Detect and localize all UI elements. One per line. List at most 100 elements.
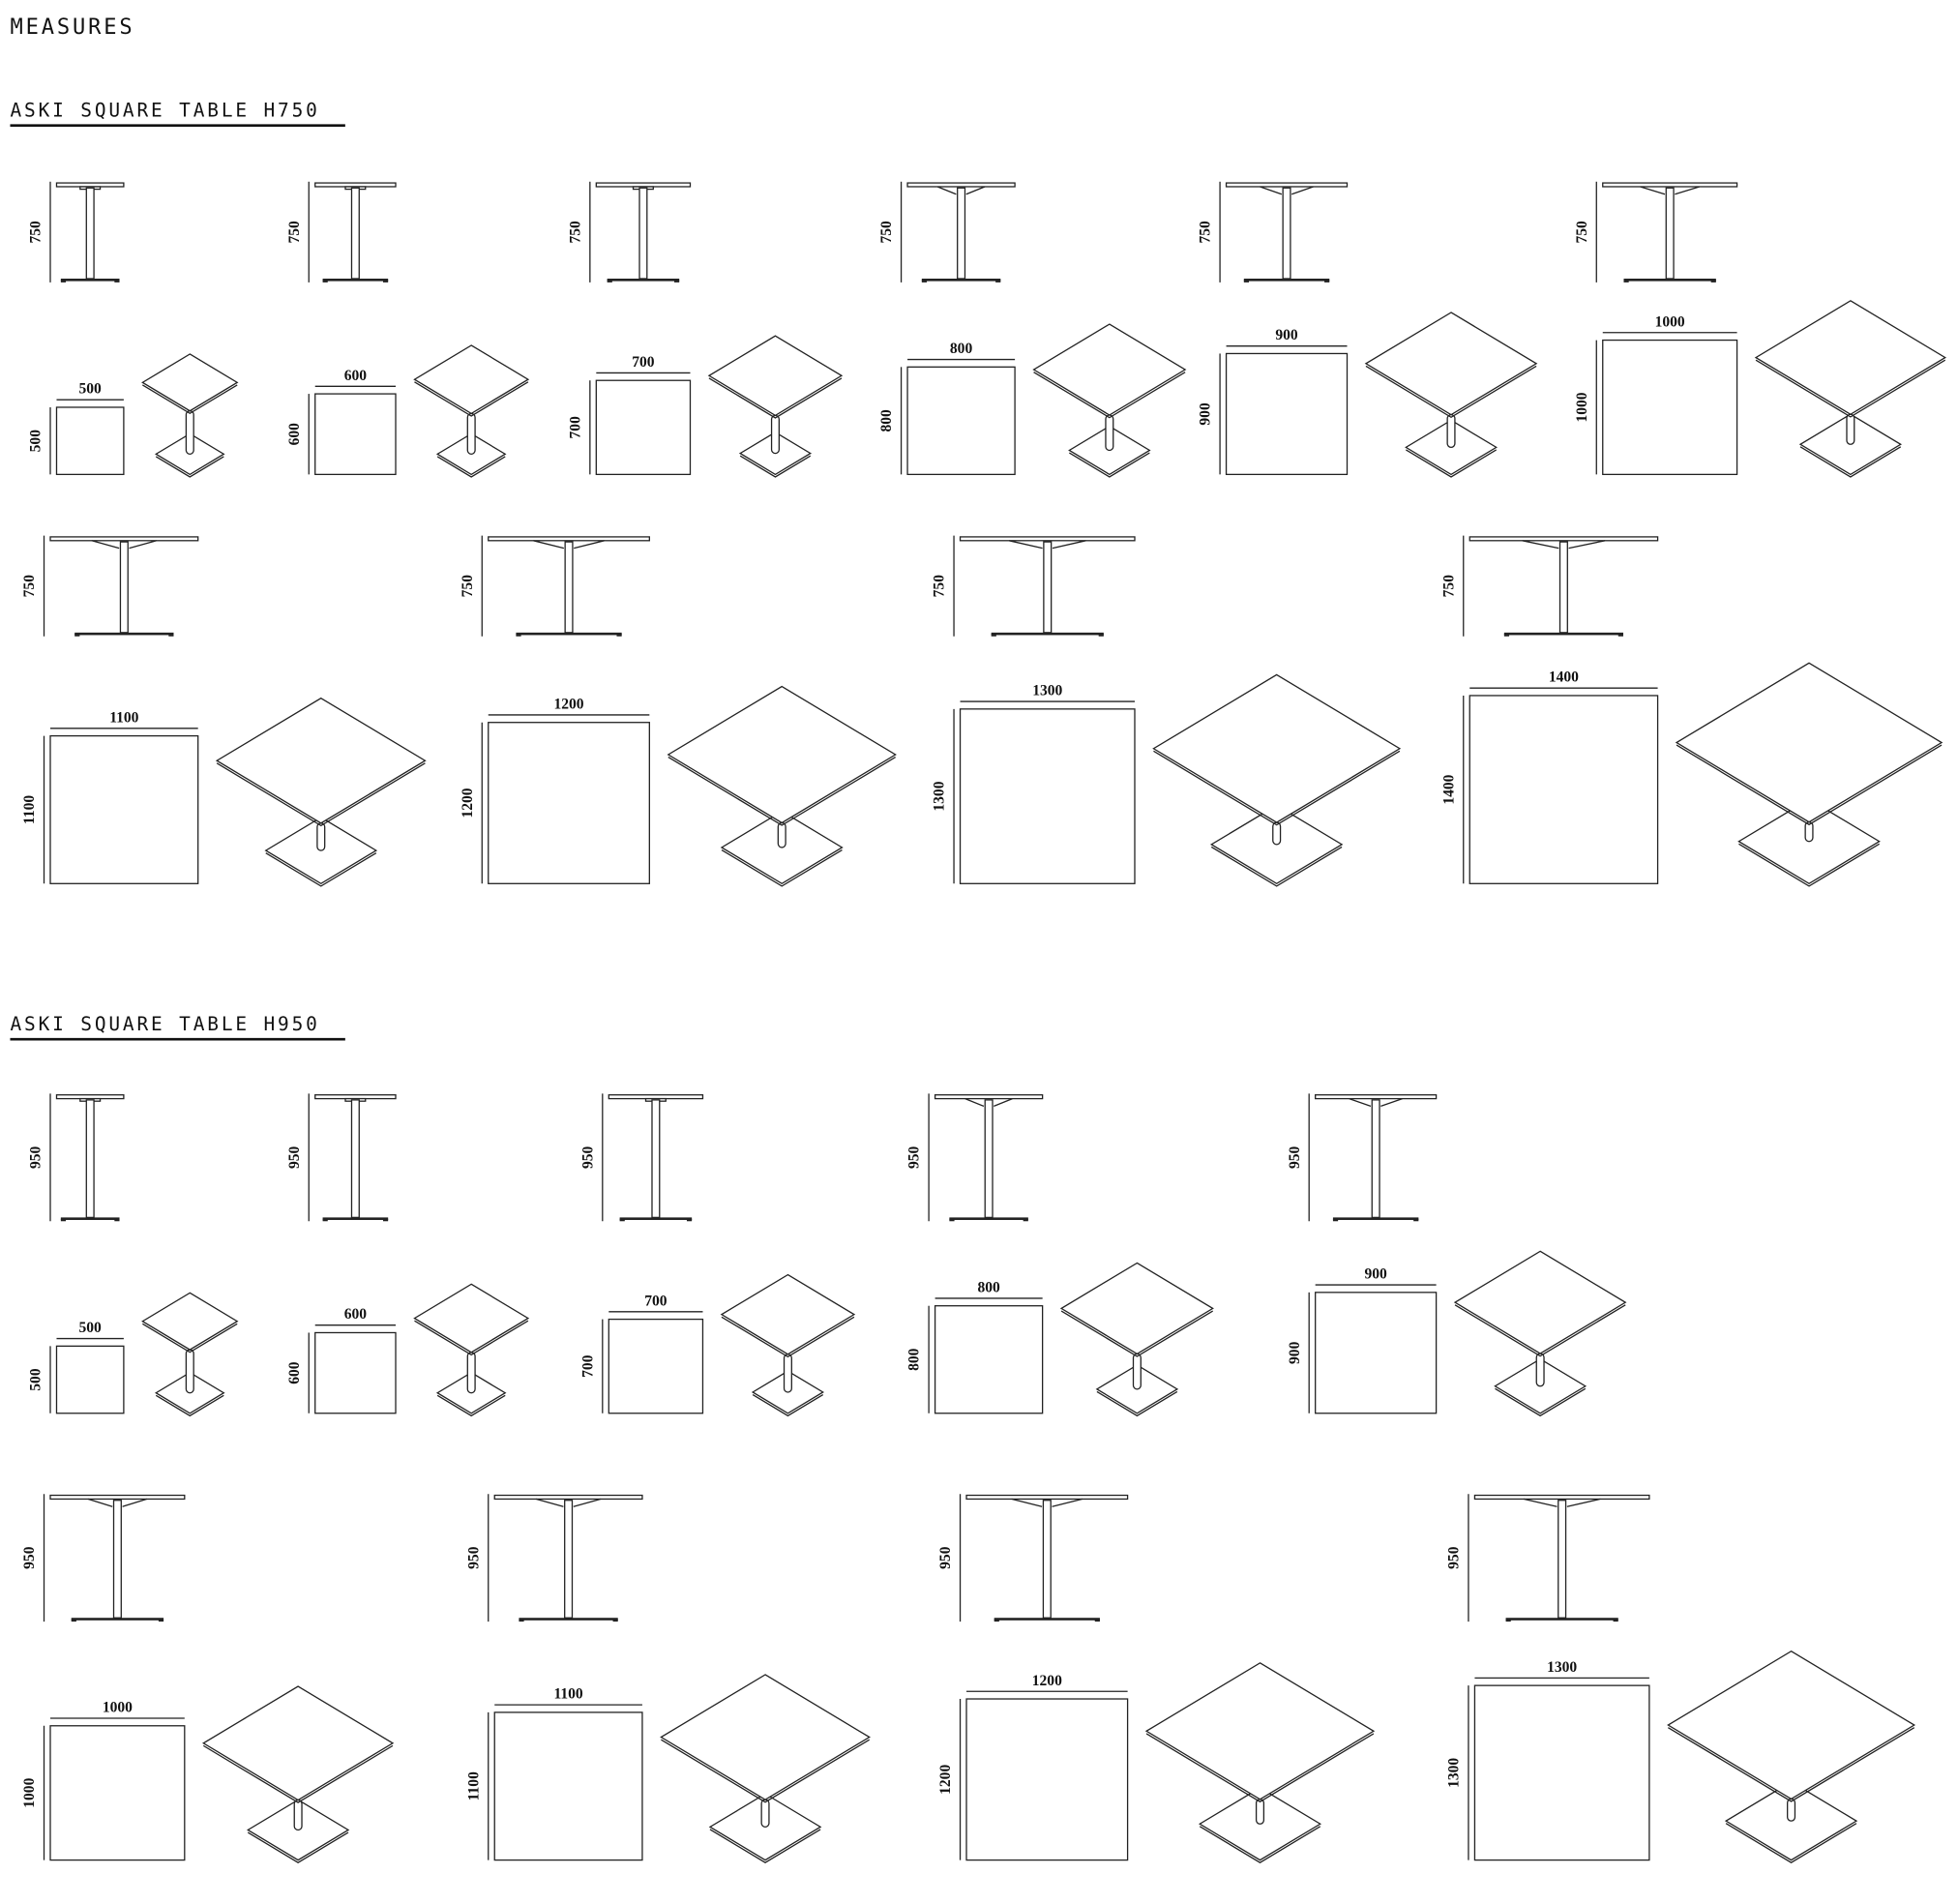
pedestal-column: [770, 414, 780, 455]
table-top-square: [314, 393, 397, 476]
glide: [1623, 280, 1629, 283]
table-top-edge: [661, 1739, 871, 1803]
base-plate: [71, 1618, 164, 1621]
dimension-label: 1100: [21, 795, 38, 824]
glide: [612, 1619, 618, 1622]
base-plate: [991, 632, 1104, 636]
pedestal-column: [119, 541, 129, 634]
glide: [1710, 280, 1716, 283]
glide: [382, 1218, 389, 1222]
table-top: [660, 1674, 871, 1803]
base-plate-edge: [247, 1831, 349, 1863]
pedestal-column: [1042, 1500, 1052, 1619]
glide: [673, 280, 680, 283]
table-top: [215, 697, 427, 827]
table-top: [1675, 662, 1943, 826]
table-top: [1364, 312, 1538, 419]
base-plate: [516, 632, 622, 636]
dimension-label: 800: [950, 341, 973, 357]
dimension-label: 500: [28, 1368, 44, 1391]
height-label: 750: [1198, 221, 1214, 244]
bracket: [1640, 186, 1666, 195]
dimension-label: 900: [1364, 1266, 1387, 1283]
glide: [1505, 1619, 1511, 1622]
table-top: [49, 536, 199, 542]
table-top-square: [1473, 1684, 1650, 1861]
side-elevation: 750: [878, 181, 1016, 283]
base-plate: [1623, 279, 1716, 282]
glide: [74, 634, 80, 637]
table-top-square: [595, 379, 692, 476]
pedestal-column: [564, 1500, 574, 1619]
table-top-edge: [414, 381, 529, 417]
table-top-square: [55, 1345, 125, 1414]
pedestal-column: [1446, 414, 1456, 449]
base-plate: [949, 1217, 1028, 1220]
glide: [1413, 1218, 1419, 1222]
base-plate-edge: [721, 848, 843, 887]
table-top: [906, 182, 1016, 188]
bracket: [1052, 540, 1086, 550]
glide: [322, 1218, 328, 1222]
table-top-edge: [1145, 1733, 1375, 1803]
table-top-outline: [141, 353, 239, 412]
pedestal-column: [85, 1099, 95, 1219]
dimension-label: 500: [79, 1320, 103, 1336]
bracket: [1566, 1498, 1601, 1507]
dimension-label: 900: [1198, 402, 1214, 426]
table-top-square: [488, 722, 650, 884]
side-elevation: 950: [1287, 1093, 1438, 1222]
base-plate: [1505, 1618, 1618, 1621]
table-top-square: [49, 1725, 186, 1861]
glide: [516, 634, 521, 637]
base-plate: [994, 1618, 1100, 1621]
pedestal-column: [1371, 1099, 1380, 1219]
glide: [1243, 280, 1250, 283]
glide: [1098, 634, 1104, 637]
dimension-label: 900: [1287, 1341, 1303, 1364]
glide: [114, 1218, 120, 1222]
height-label: 950: [579, 1145, 596, 1169]
pedestal-column: [760, 1799, 770, 1829]
dimension-label: 1300: [1547, 1659, 1577, 1676]
base-plate-edge: [709, 1829, 821, 1863]
pedestal-column: [350, 187, 360, 280]
dimension-label: 1200: [460, 788, 476, 818]
table-top-outline: [1675, 662, 1943, 823]
plan-view: 500 500: [28, 1320, 125, 1414]
bracket: [1260, 186, 1283, 195]
height-label: 950: [1287, 1145, 1303, 1169]
pedestal-column: [1787, 1798, 1796, 1822]
height-label: 750: [28, 221, 44, 244]
dimension-label: 500: [28, 430, 44, 453]
base-plate: [1243, 279, 1330, 282]
pedestal-column: [777, 821, 786, 848]
table-top-edge: [668, 757, 896, 826]
table-top: [1468, 536, 1659, 542]
table-top-edge: [1060, 1310, 1214, 1357]
table-top-edge: [202, 1744, 394, 1803]
table-top: [959, 536, 1136, 542]
table-top: [1453, 1250, 1627, 1357]
pedestal-column: [1535, 1353, 1545, 1387]
height-label: 750: [21, 575, 38, 598]
bracket: [1523, 1498, 1558, 1507]
side-elevation: 750: [1198, 181, 1349, 283]
side-elevation: 950: [21, 1494, 186, 1622]
bracket: [1568, 540, 1606, 550]
glide: [619, 1218, 625, 1222]
table-top: [1602, 182, 1738, 188]
dimension-label: 1000: [1574, 392, 1590, 422]
table-top-outline: [1364, 312, 1538, 416]
glide: [1613, 1619, 1618, 1622]
glide: [114, 280, 120, 283]
side-elevation: 750: [1574, 181, 1738, 283]
table-top: [1667, 1650, 1916, 1802]
